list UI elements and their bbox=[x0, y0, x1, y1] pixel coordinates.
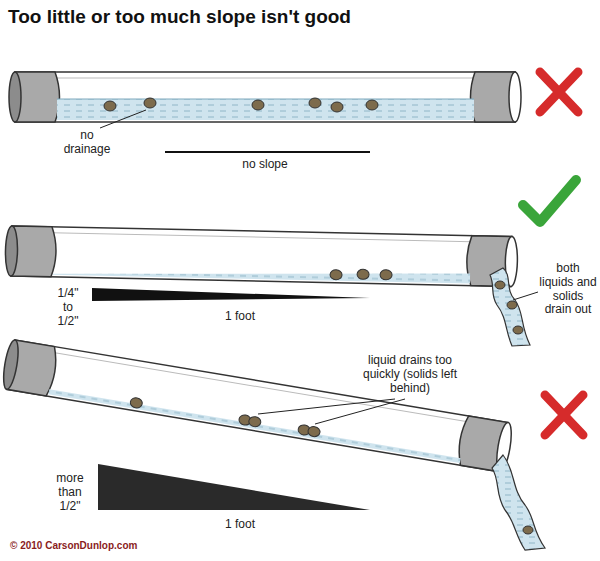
watermark: © 2010 CarsonDunlop.com bbox=[10, 540, 270, 552]
dimension-label: no slope bbox=[215, 158, 315, 172]
title: Too little or too much slope isn't good bbox=[8, 6, 568, 28]
part-label: no drainage bbox=[58, 129, 116, 157]
callout-note: both liquids and solids drain out bbox=[538, 262, 598, 317]
dimension-label: 1 foot bbox=[200, 310, 280, 324]
dimension-label: more than 1/2" bbox=[48, 472, 92, 513]
dimension-label: 1/4" to 1/2" bbox=[52, 287, 84, 328]
dimension-label: 1 foot bbox=[200, 518, 280, 532]
callout-note: liquid drains too quickly (solids left b… bbox=[348, 354, 472, 395]
